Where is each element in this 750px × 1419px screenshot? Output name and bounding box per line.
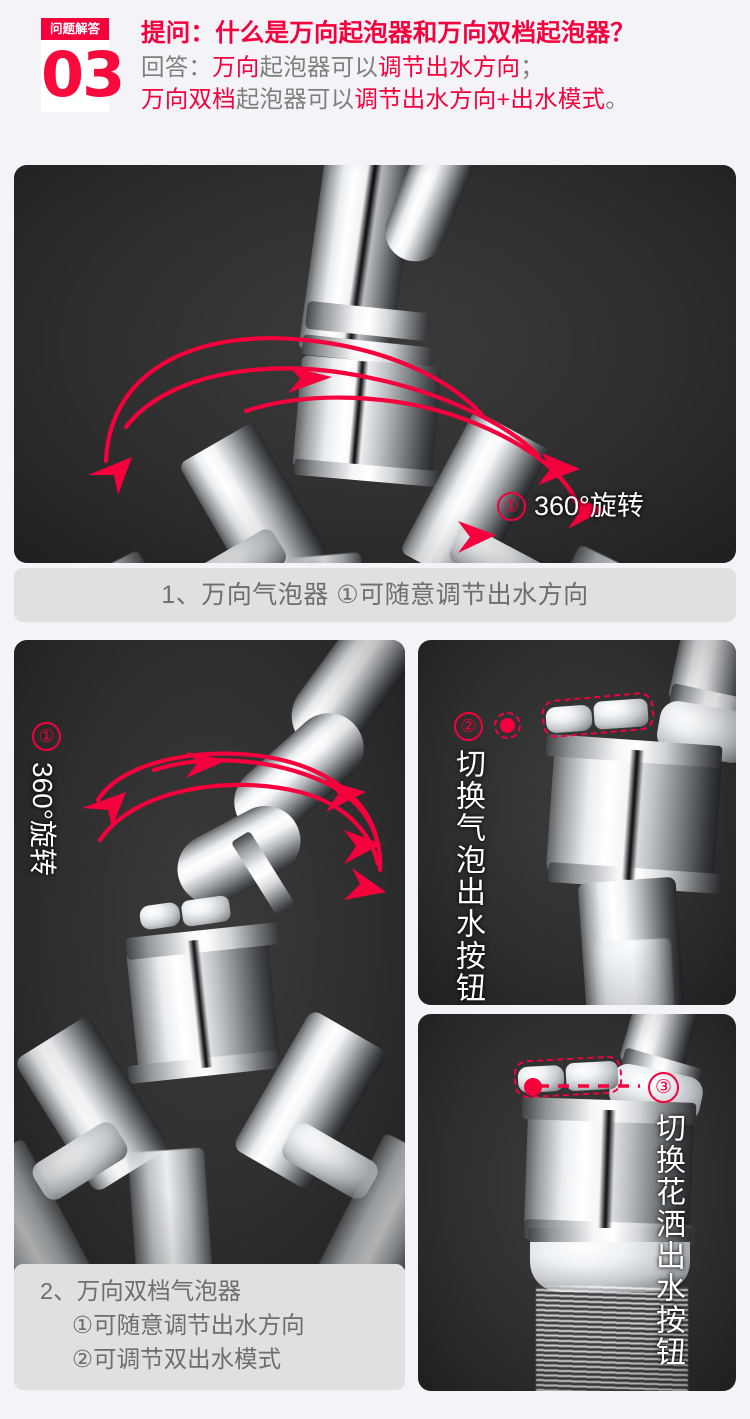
shower-indicator-dot	[524, 1078, 542, 1096]
shower-button-label: 切换花洒出水按钮	[651, 1112, 684, 1368]
marker-1-circle-p2: ①	[32, 722, 61, 751]
marker-2-circle: ②	[454, 712, 483, 741]
answer-line-1: 回答：万向起泡器可以调节出水方向；	[141, 51, 741, 83]
text-segment-2: 调节出水方向+出水模式	[354, 86, 606, 112]
text-segment-4: ；	[520, 54, 544, 80]
caption2-line-1: 2、万向双档气泡器	[40, 1278, 242, 1304]
marker-3-circle: ③	[648, 1072, 679, 1103]
badge-number: 03	[41, 38, 125, 111]
product-photo-bubble-button	[418, 640, 736, 1005]
header: 问题解答 03 提问：什么是万向起泡器和万向双档起泡器？ 回答：万向起泡器可以调…	[0, 0, 750, 148]
text-segment-1: 起泡器可以	[235, 86, 355, 112]
caption2-line-3: ②可调节双出水模式	[72, 1346, 282, 1372]
caption-dual-mode-aerator: 2、万向双档气泡器 ①可随意调节出水方向 ②可调节双出水模式	[14, 1264, 405, 1390]
product-photo-shower-button	[418, 1014, 736, 1391]
text-segment-1: 万向	[212, 54, 260, 80]
text-segment-3: 调节出水方向	[378, 54, 521, 80]
question-line: 提问：什么是万向起泡器和万向双档起泡器？	[141, 20, 635, 47]
product-photo-dual-mode-aerator	[14, 640, 405, 1280]
text-segment-2: 起泡器可以	[259, 54, 379, 80]
text-segment-0: 万向双档	[141, 86, 236, 112]
bubble-indicator-dot	[500, 718, 515, 733]
header-text-block: 提问：什么是万向起泡器和万向双档起泡器？ 回答：万向起泡器可以调节出水方向； 万…	[141, 17, 741, 115]
text-segment-3: 。	[605, 86, 629, 112]
answer-line-2: 万向双档起泡器可以调节出水方向+出水模式。	[141, 83, 741, 115]
bubble-button-label: 切换气泡出水按钮	[451, 748, 484, 1004]
panel-shower-button: ③ 切换花洒出水按钮	[418, 1014, 736, 1391]
caption2-line-2: ①可随意调节出水方向	[72, 1312, 305, 1338]
marker-1-circle-p1: ①	[497, 492, 526, 521]
bubble-indicator-ring	[494, 712, 521, 739]
question-badge: 问题解答 03	[41, 18, 125, 112]
caption-universal-aerator: 1、万向气泡器 ①可随意调节出水方向	[14, 568, 736, 622]
panel-universal-aerator: ① 360°旋转	[14, 165, 736, 563]
text-segment-0: 回答：	[141, 54, 213, 80]
rotation-label-p1: 360°旋转	[534, 491, 644, 521]
panel-dual-mode-aerator: ① 360°旋转	[14, 640, 405, 1280]
panel-bubble-button: ② 切换气泡出水按钮	[418, 640, 736, 1005]
badge-banner-label: 问题解答	[41, 18, 109, 40]
rotation-label-p2: 360°旋转	[27, 762, 58, 876]
